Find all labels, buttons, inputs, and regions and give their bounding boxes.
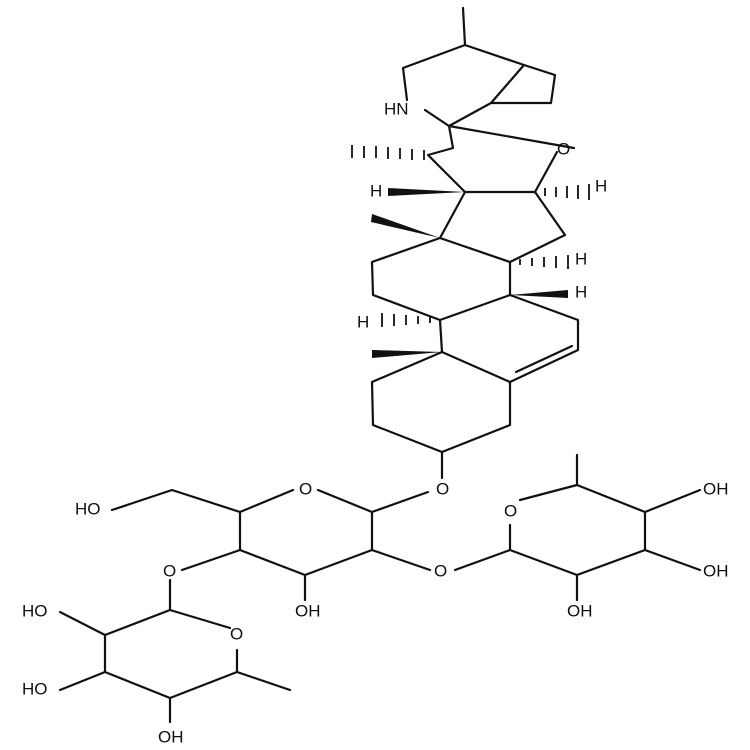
b-ring-bonds <box>438 293 580 384</box>
rhamnose-right-oh2-label: OH <box>703 561 729 580</box>
c8-h-label: H <box>575 282 587 301</box>
c16-h-hash <box>544 184 590 200</box>
rhamnose-right-bonds <box>453 483 647 577</box>
link-oxygen-right-label: O <box>434 561 447 580</box>
nh-label: HN <box>384 99 409 118</box>
rhamnose-left-oh1-bond <box>58 610 107 637</box>
rhamnose-left-ring <box>58 578 292 724</box>
c16-h-label: H <box>595 176 607 195</box>
tetrahydrofuran-bonds <box>426 124 576 194</box>
rhamnose-left-oh2-bond <box>58 670 107 692</box>
c17-h-wedge <box>388 188 465 196</box>
c14-h-label: H <box>575 249 587 268</box>
rhamnose-right-ring-oxygen-label: O <box>504 501 517 520</box>
c-ring <box>370 236 512 322</box>
glucose-ring <box>110 488 432 602</box>
piperidine-bonds <box>401 6 557 128</box>
c17-h-label: H <box>370 181 382 200</box>
rhamnose-left-methyl <box>235 670 292 692</box>
glucose-ring-oxygen-label: O <box>299 479 312 498</box>
tetrahydrofuran-ring <box>426 124 576 194</box>
a-ring <box>370 350 512 480</box>
glycosidic-oxygen-label: O <box>436 479 449 498</box>
c-ring-bonds <box>370 236 512 322</box>
c14-h-hash <box>519 255 569 269</box>
c10-methyl-wedge <box>372 350 442 358</box>
c8-h-wedge <box>510 290 568 298</box>
glucose-c4-o-bond <box>180 548 242 572</box>
glucose-ch2oh-bonds <box>110 488 242 514</box>
atom-labels: HN O H H H H H O O HO OH O O O OH OH OH … <box>22 99 729 746</box>
c9-h-label: H <box>357 312 369 331</box>
rhamnose-right-oh3-label: OH <box>567 601 593 620</box>
link-oxygen-left-label: O <box>163 561 176 580</box>
glucose-ch2oh-label: HO <box>75 499 101 518</box>
piperidine-ring <box>401 6 557 128</box>
rhamnose-right-oh1-label: OH <box>703 479 729 498</box>
b-ring <box>438 293 580 384</box>
a-ring-bonds <box>370 350 512 454</box>
rhamnose-left-oh2-label: HO <box>22 679 48 698</box>
rhamnose-left-oh3-label: OH <box>158 727 184 746</box>
stereo-bonds <box>351 145 590 358</box>
glucose-oh-label: OH <box>295 601 321 620</box>
rhamnose-left-ring-oxygen-label: O <box>230 624 243 643</box>
glucose-c2-o-bond <box>370 548 432 572</box>
c13-methyl-wedge <box>371 214 440 238</box>
c20-methyl-hash <box>351 145 425 160</box>
rhamnose-left-oh1-label: HO <box>22 601 48 620</box>
spiro-oxygen-label: O <box>557 139 570 158</box>
c9-h-hash <box>381 313 431 327</box>
rhamnose-right-oh1-bond <box>643 488 702 514</box>
rhamnose-right-ring <box>453 453 702 602</box>
double-bond-c5-c6 <box>514 344 574 374</box>
rhamnose-right-oh2-bond <box>643 548 702 572</box>
